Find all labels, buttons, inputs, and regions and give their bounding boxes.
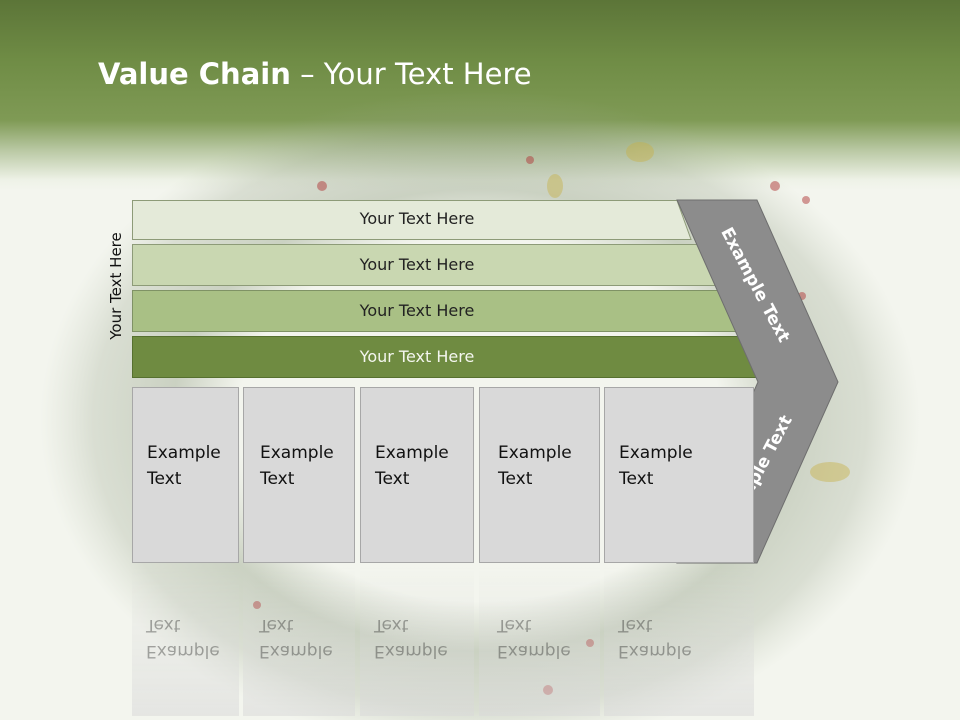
box-reflection-1: Example Text: [132, 566, 239, 716]
box-4-line2: Text: [498, 469, 533, 489]
box-reflection-4: Example Text: [479, 566, 600, 716]
title-rest: – Your Text Here: [290, 57, 532, 91]
value-row-4: Your Text Here: [132, 336, 764, 378]
reflection-4-line1: Example: [497, 641, 571, 661]
reflection-2-line1: Example: [259, 641, 333, 661]
reflection-3-line1: Example: [374, 641, 448, 661]
box-1-line1: Example: [147, 443, 221, 463]
box-2-line2: Text: [260, 469, 295, 489]
reflection-5-line2: Text: [618, 615, 653, 635]
box-4-line1: Example: [498, 443, 572, 463]
row-2-label: Your Text Here: [359, 255, 475, 274]
title-bold: Value Chain: [98, 57, 291, 91]
box-reflection-2: Example Text: [243, 566, 355, 716]
reflection-3-line2: Text: [374, 615, 409, 635]
box-2-line1: Example: [260, 443, 334, 463]
box-5-line2: Text: [619, 469, 654, 489]
box-5-line1: Example: [619, 443, 693, 463]
reflection-1-line1: Example: [146, 641, 220, 661]
box-3-line2: Text: [375, 469, 410, 489]
reflection-5-line1: Example: [618, 641, 692, 661]
row-1-label: Your Text Here: [359, 209, 475, 228]
box-1-line2: Text: [147, 469, 182, 489]
box-reflection-3: Example Text: [360, 566, 474, 716]
reflection-2-line2: Text: [259, 615, 294, 635]
value-row-3: Your Text Here: [132, 290, 742, 332]
reflection-1-line2: Text: [146, 615, 181, 635]
box-3-line1: Example: [375, 443, 449, 463]
row-3-label: Your Text Here: [359, 301, 475, 320]
row-4-label: Your Text Here: [359, 347, 475, 366]
value-row-1: Your Text Here: [132, 200, 702, 240]
reflection-4-line2: Text: [497, 615, 532, 635]
page-title: Value Chain – Your Text Here: [98, 54, 532, 94]
box-reflection-5: Example Text: [604, 566, 754, 716]
value-row-2: Your Text Here: [132, 244, 732, 286]
